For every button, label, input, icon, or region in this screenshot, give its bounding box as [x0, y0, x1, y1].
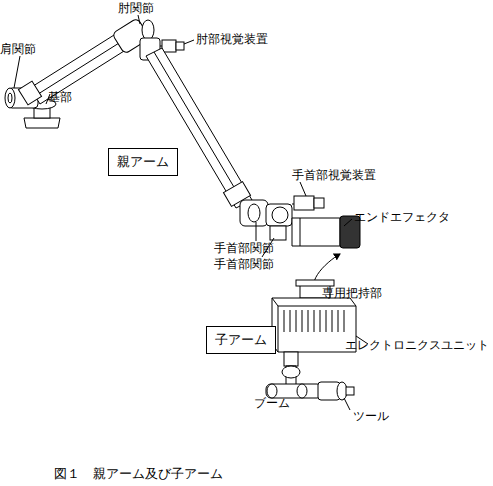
box-label: 子アーム	[215, 332, 267, 348]
part-label: 基部	[48, 90, 72, 104]
part-label: エレクトロニクスユニット	[345, 338, 489, 352]
figure-caption: 図１ 親アーム及び子アーム	[54, 466, 223, 482]
box-label: 親アーム	[117, 154, 169, 170]
part-label: 肩関節	[0, 42, 36, 56]
title-box: 親アーム	[108, 148, 178, 176]
part-label: 肘関節	[118, 1, 154, 15]
part-label: エンドエフェクタ	[354, 210, 450, 224]
part-label: 専用把持部	[322, 286, 382, 300]
part-label: 肘部視覚装置	[196, 32, 268, 46]
part-label: 手首部視覚装置	[292, 168, 376, 182]
part-label: ツール	[353, 409, 389, 423]
title-box: 子アーム	[206, 326, 276, 354]
part-label: 手首部関節	[214, 241, 274, 255]
part-label: 手首部関節	[214, 257, 274, 271]
part-label: ブーム	[254, 396, 290, 410]
